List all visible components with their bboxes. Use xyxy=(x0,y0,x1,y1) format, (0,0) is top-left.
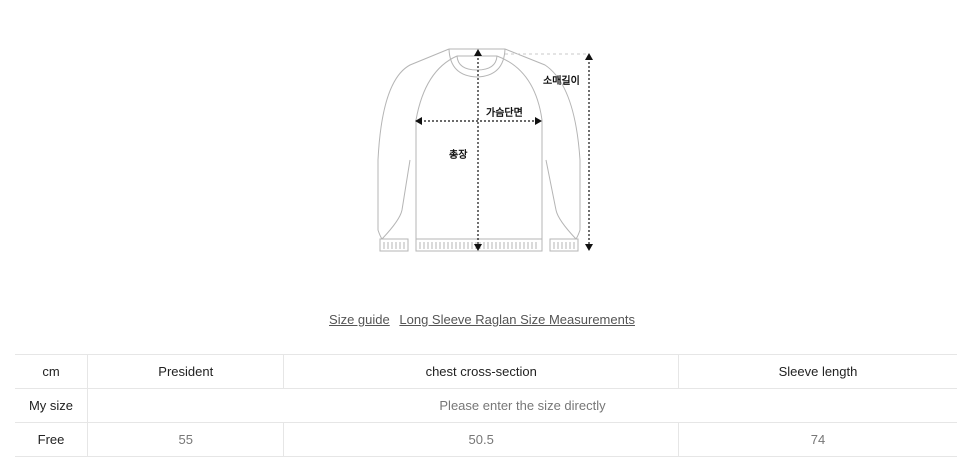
sweatshirt-illustration xyxy=(377,48,593,252)
total-length-value: 55 xyxy=(86,422,284,457)
sleeve-length-label: 소매길이 xyxy=(543,76,580,87)
size-label: Free xyxy=(15,422,88,457)
size-guide-caption: Size guide Long Sleeve Raglan Size Measu… xyxy=(0,312,964,327)
my-size-row: My size Please enter the size directly xyxy=(15,388,957,423)
my-size-message[interactable]: Please enter the size directly xyxy=(87,388,957,423)
size-table: cm President chest cross-section Sleeve … xyxy=(15,354,957,457)
table-row: Free 55 50.5 74 xyxy=(15,422,957,457)
header-sleeve: Sleeve length xyxy=(677,354,957,389)
chest-value: 50.5 xyxy=(283,422,679,457)
total-length-label: 총장 xyxy=(449,150,468,161)
table-header-row: cm President chest cross-section Sleeve … xyxy=(15,354,957,389)
header-chest: chest cross-section xyxy=(283,354,679,389)
header-total-length: President xyxy=(86,354,284,389)
size-guide-link[interactable]: Size guide xyxy=(329,312,390,327)
sleeve-value: 74 xyxy=(677,422,957,457)
size-diagram: 소매길이 가슴단면 총장 xyxy=(370,40,600,260)
my-size-label: My size xyxy=(15,388,88,423)
header-unit: cm xyxy=(15,354,88,389)
size-measurements-link[interactable]: Long Sleeve Raglan Size Measurements xyxy=(399,312,635,327)
chest-label: 가슴단면 xyxy=(486,108,523,119)
